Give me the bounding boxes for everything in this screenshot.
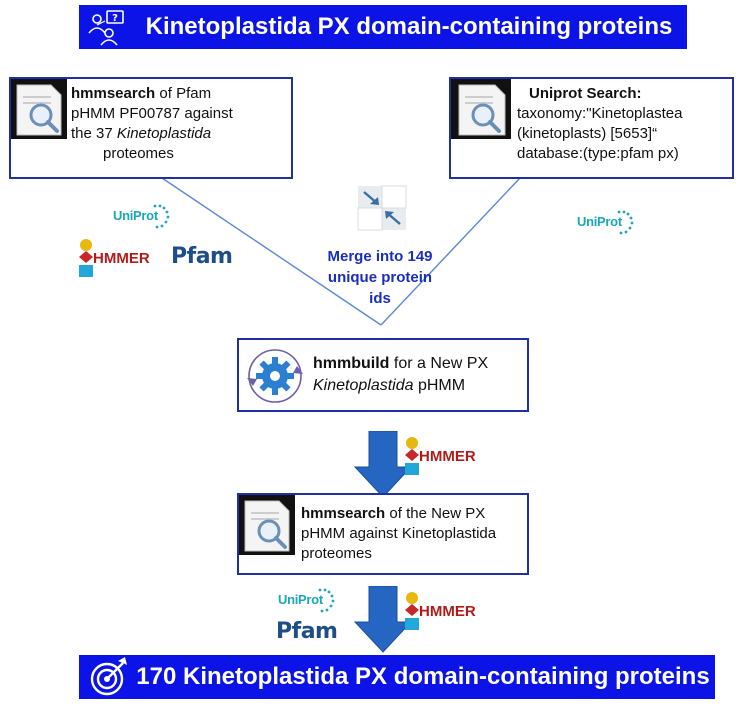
page-title: Kinetoplastida PX domain-containing prot… xyxy=(145,13,673,40)
document-search-icon xyxy=(239,495,295,560)
down-arrow-1 xyxy=(353,431,413,498)
hmmer-text: HMMER xyxy=(93,250,150,267)
hmmer-mark-icon xyxy=(405,592,419,630)
line-text: pHMM against Kinetoplastida xyxy=(301,525,497,542)
result-title: 170 Kinetoplastida PX domain-containing … xyxy=(136,663,710,690)
document-search-icon xyxy=(451,79,511,144)
target-icon xyxy=(87,655,131,699)
hmmsearch-label: hmmsearch xyxy=(301,505,386,522)
uniprot-search-box: Uniprot Search: taxonomy:"Kinetoplastea … xyxy=(449,77,734,179)
line-text: of the New PX xyxy=(385,505,486,522)
uniprot-prot-text: Prot xyxy=(133,208,158,223)
hmmer-text: HMMER xyxy=(419,603,476,620)
header-banner: ? Kinetoplastida PX domain-containing pr… xyxy=(79,5,687,49)
line-text: proteomes xyxy=(301,545,372,562)
hmmsearch-pfam-text: hmmsearch of Pfam pHMM PF00787 against t… xyxy=(71,84,233,164)
uniprot-dots-icon xyxy=(153,204,170,229)
uniprot-search-text: Uniprot Search: taxonomy:"Kinetoplastea … xyxy=(517,84,682,164)
hmmsearch-new-box: hmmsearch of the New PX pHMM against Kin… xyxy=(237,493,529,575)
line-text: taxonomy:"Kinetoplastea xyxy=(517,105,683,122)
italic-text: Kinetoplastida xyxy=(313,377,414,394)
team-question-icon: ? xyxy=(83,5,131,49)
line-text: (kinetoplasts) [5653]“ xyxy=(517,125,658,142)
pfam-text: Pfam xyxy=(171,244,233,269)
uniprot-logo: UniProt xyxy=(113,204,170,229)
line-text: pHMM xyxy=(413,377,466,394)
uniprot-uni-text: Uni xyxy=(113,208,134,223)
line-text: of Pfam xyxy=(155,85,212,102)
gear-cycle-icon xyxy=(245,346,305,411)
line-text: pHMM PF00787 against xyxy=(71,105,233,122)
svg-text:?: ? xyxy=(112,13,118,24)
uniprot-logo: UniProt xyxy=(577,210,634,235)
uniprot-logo: UniProt xyxy=(278,588,335,613)
pfam-logo: Pfam xyxy=(171,244,233,269)
result-banner: 170 Kinetoplastida PX domain-containing … xyxy=(79,655,715,699)
document-search-icon xyxy=(11,79,67,144)
pfam-text: Pfam xyxy=(276,619,338,644)
uniprot-dots-icon xyxy=(318,588,335,613)
line-text: for a New PX xyxy=(389,355,489,372)
line-text: the 37 xyxy=(71,125,117,142)
hmmer-mark-icon xyxy=(79,239,93,277)
line-text: database:(type:pfam px) xyxy=(517,145,679,162)
line-text: ids xyxy=(369,290,391,307)
italic-text: Kinetoplastida xyxy=(116,125,212,142)
hmmsearch-new-text: hmmsearch of the New PX pHMM against Kin… xyxy=(301,504,496,564)
pfam-logo: Pfam xyxy=(276,619,338,644)
uniprot-prot-text: Prot xyxy=(298,592,323,607)
hmmbuild-label: hmmbuild xyxy=(313,355,390,372)
uniprot-dots-icon xyxy=(617,210,634,235)
hmmsearch-pfam-box: hmmsearch of Pfam pHMM PF00787 against t… xyxy=(9,77,293,179)
uniprot-uni-text: Uni xyxy=(278,592,299,607)
merge-label: Merge into 149 unique protein ids xyxy=(300,246,460,309)
merge-arrows-icon xyxy=(356,184,408,237)
line-text: proteomes xyxy=(103,145,174,162)
hmmsearch-label: hmmsearch xyxy=(71,85,156,102)
hmmbuild-text: hmmbuild for a New PX Kinetoplastida pHM… xyxy=(313,353,488,397)
down-arrow-2 xyxy=(353,586,413,653)
hmmer-text: HMMER xyxy=(419,448,476,465)
uniprot-uni-text: Uni xyxy=(577,214,598,229)
line-text: Merge into 149 xyxy=(327,248,433,265)
hmmbuild-box: hmmbuild for a New PX Kinetoplastida pHM… xyxy=(237,338,529,412)
hmmer-mark-icon xyxy=(405,437,419,475)
uniprot-prot-text: Prot xyxy=(597,214,622,229)
line-text: unique protein xyxy=(327,269,433,286)
uniprot-search-label: Uniprot Search: xyxy=(529,85,642,102)
